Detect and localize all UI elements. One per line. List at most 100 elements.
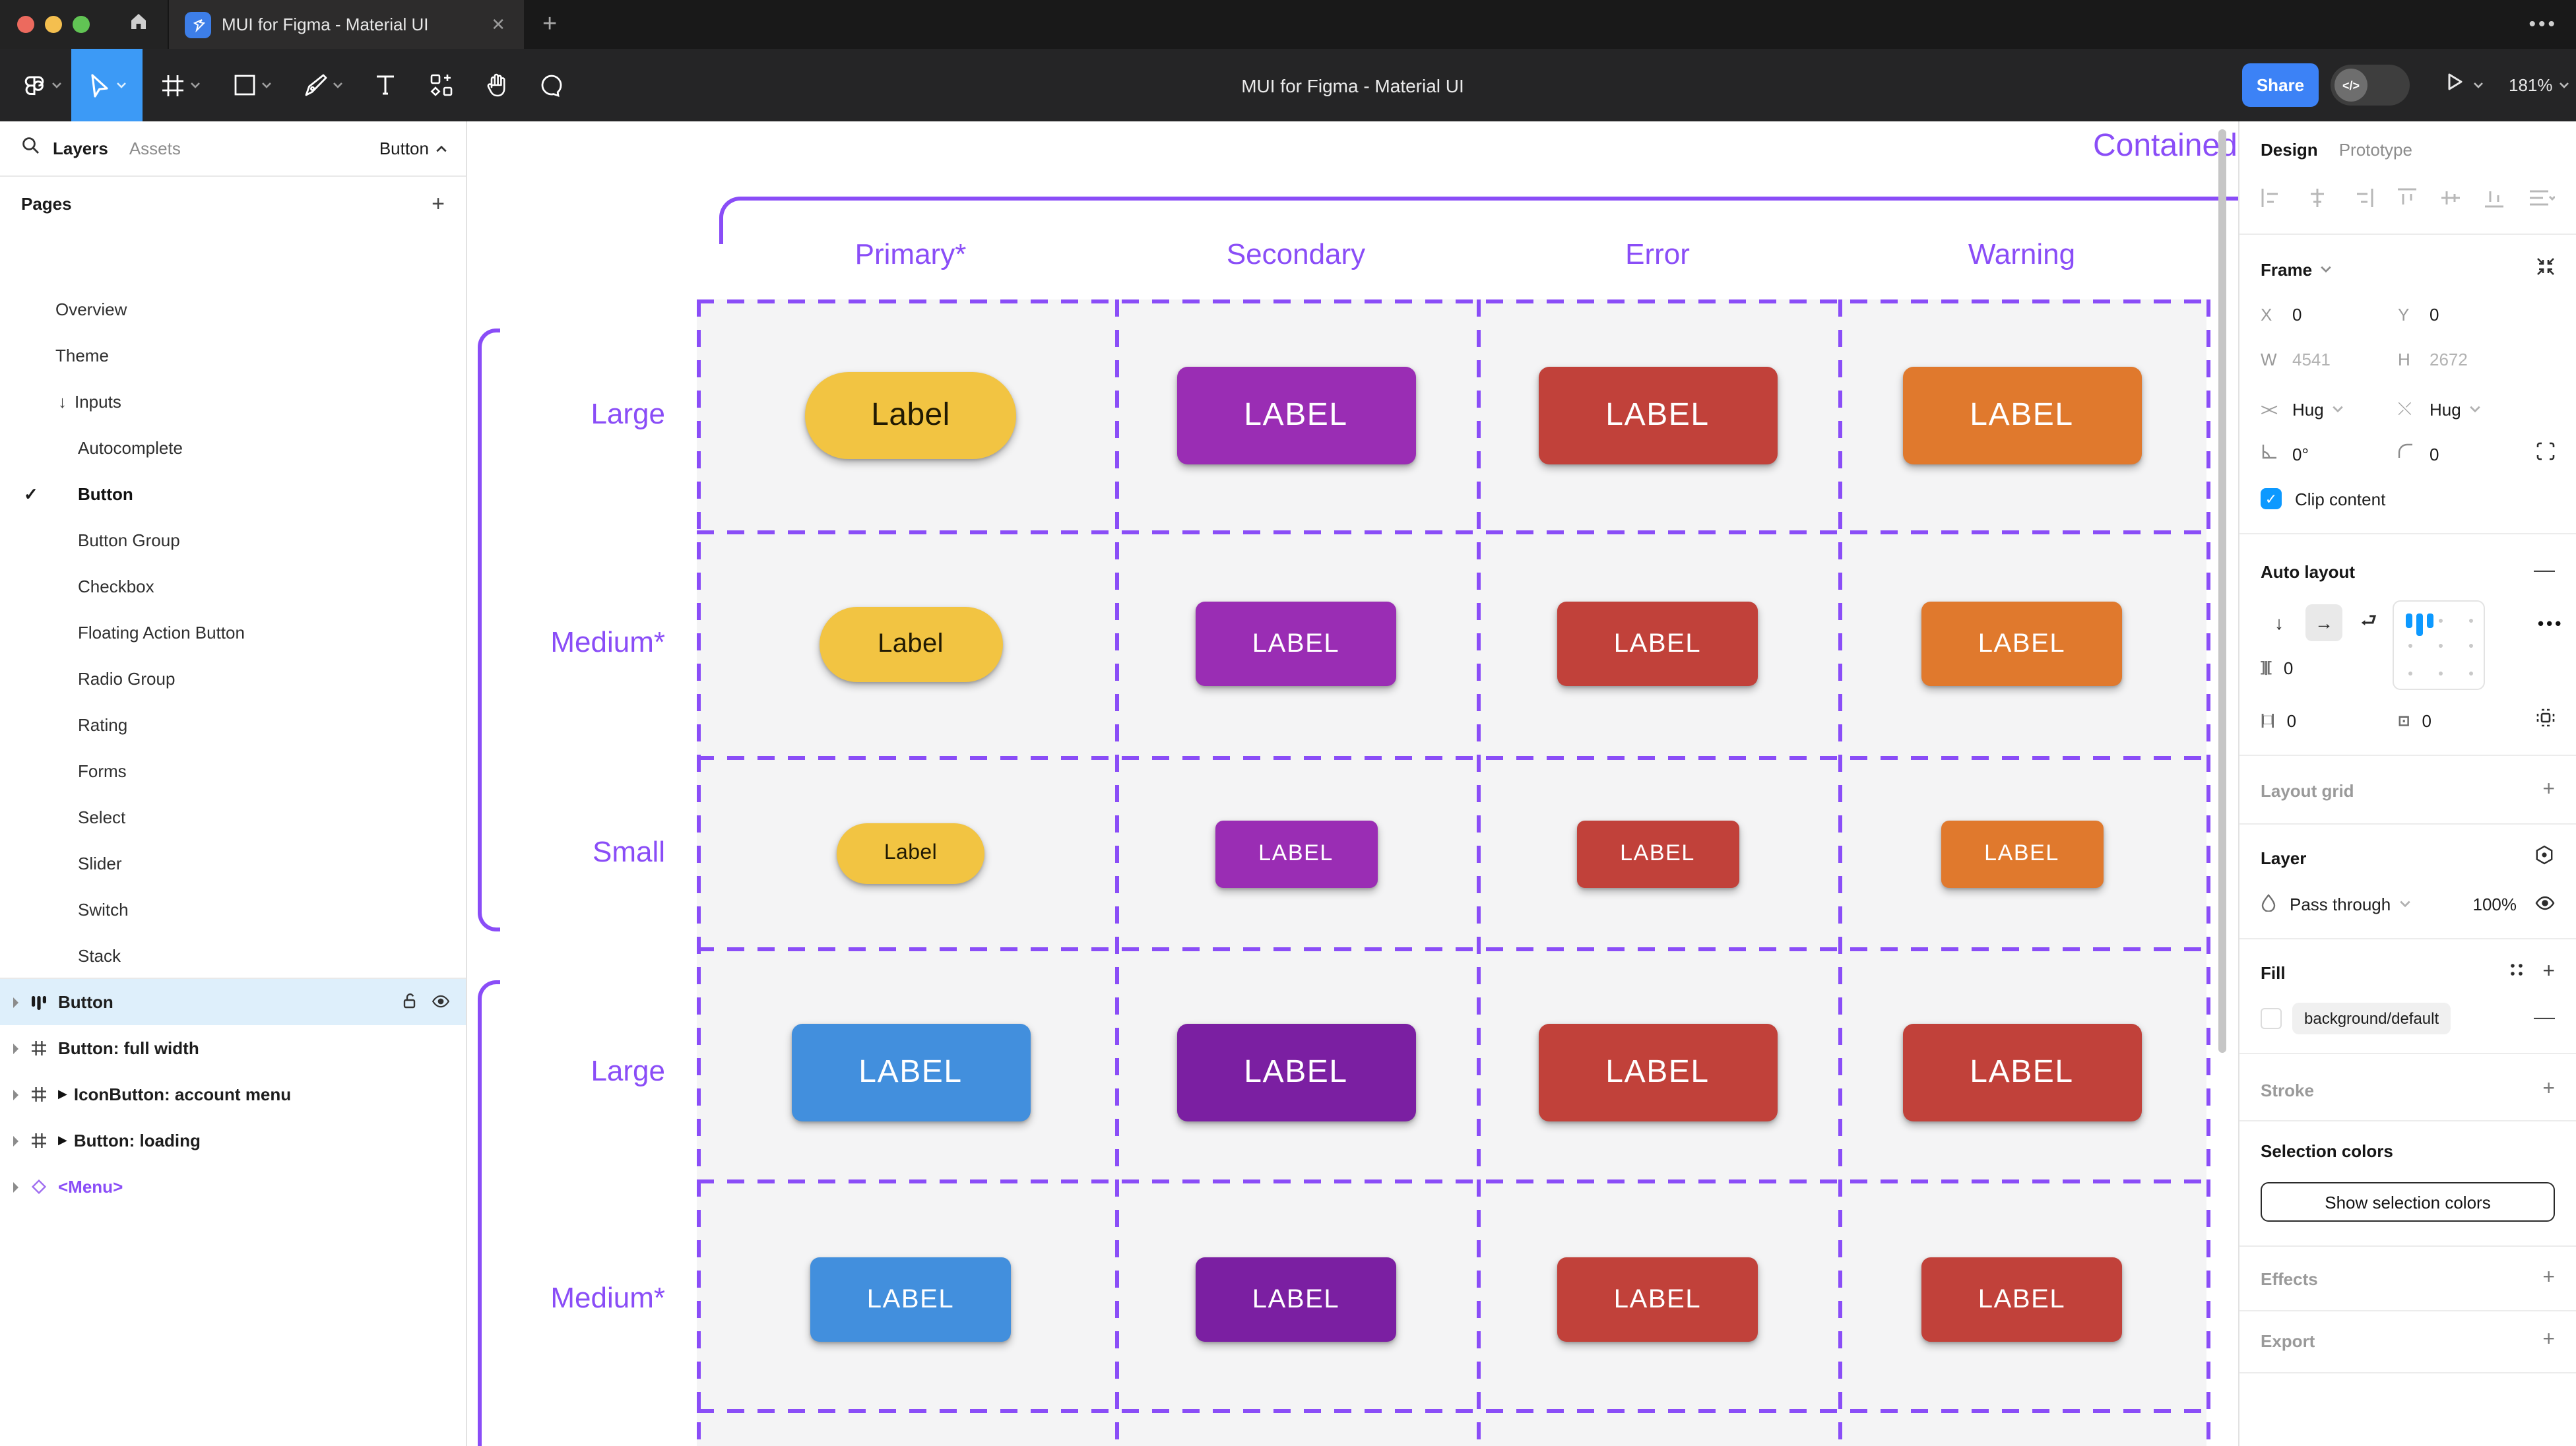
- button-component-darkpurple-lg[interactable]: LABEL: [1176, 1024, 1415, 1121]
- remove-fill-button[interactable]: —: [2534, 1007, 2555, 1029]
- dev-mode-toggle[interactable]: </>: [2331, 65, 2410, 106]
- lock-open-icon[interactable]: [402, 991, 418, 1013]
- button-component-orange-sm[interactable]: LABEL: [1941, 820, 2103, 887]
- add-export-button[interactable]: +: [2542, 1329, 2555, 1351]
- align-left-icon[interactable]: [2261, 188, 2282, 210]
- minimize-window-button[interactable]: [45, 16, 62, 33]
- maximize-window-button[interactable]: [73, 16, 90, 33]
- individual-padding-icon[interactable]: [2536, 708, 2555, 733]
- page-item-button[interactable]: ✓Button: [0, 471, 466, 517]
- page-item-forms[interactable]: Forms: [0, 748, 466, 794]
- button-component-purple-sm[interactable]: LABEL: [1215, 820, 1377, 887]
- comment-tool-button[interactable]: [525, 49, 578, 121]
- button-component-red-lg[interactable]: LABEL: [1538, 367, 1777, 464]
- align-horizontal-center-icon[interactable]: [2307, 188, 2328, 210]
- align-right-icon[interactable]: [2352, 188, 2373, 210]
- add-page-button[interactable]: +: [432, 191, 445, 216]
- eye-icon[interactable]: [432, 992, 450, 1012]
- frame-title[interactable]: Contained: [2093, 128, 2238, 164]
- button-component-red-md[interactable]: LABEL: [1557, 602, 1758, 686]
- opacity-value[interactable]: 100%: [2472, 894, 2517, 914]
- fill-token[interactable]: background/default: [2292, 1003, 2451, 1034]
- tab-design[interactable]: Design: [2261, 139, 2318, 159]
- page-selector[interactable]: Button: [379, 139, 447, 158]
- horizontal-padding-field[interactable]: |□| 0: [2261, 710, 2297, 730]
- layer-item-iconbutton-account-menu[interactable]: ▶IconButton: account menu: [0, 1071, 466, 1117]
- canvas-scrollbar[interactable]: [2218, 129, 2226, 1053]
- direction-horizontal-button[interactable]: →: [2305, 604, 2342, 641]
- page-item-autocomplete[interactable]: Autocomplete: [0, 425, 466, 471]
- page-item-rating[interactable]: Rating: [0, 702, 466, 748]
- align-top-icon[interactable]: [2398, 187, 2417, 212]
- tab-layers[interactable]: Layers: [53, 139, 108, 158]
- frame-tool-button[interactable]: [148, 49, 214, 121]
- zoom-control[interactable]: 181%: [2509, 49, 2570, 121]
- button-component-red-lg[interactable]: LABEL: [1538, 1024, 1777, 1121]
- text-tool-button[interactable]: [359, 49, 412, 121]
- home-button[interactable]: [108, 0, 169, 49]
- button-component-yellow-lg[interactable]: Label: [805, 372, 1016, 459]
- add-stroke-button[interactable]: +: [2542, 1078, 2555, 1100]
- button-component-red-lg[interactable]: LABEL: [1902, 1024, 2141, 1121]
- page-item-select[interactable]: Select: [0, 794, 466, 840]
- clip-content-checkbox[interactable]: ✓: [2261, 488, 2282, 509]
- expand-caret-icon[interactable]: [13, 1089, 18, 1100]
- add-fill-button[interactable]: +: [2542, 960, 2555, 983]
- distribute-icon[interactable]: [2528, 188, 2556, 210]
- page-item-inputs[interactable]: ↓Inputs: [0, 379, 466, 425]
- page-item-overview[interactable]: Overview: [0, 286, 466, 332]
- shape-tool-button[interactable]: [219, 49, 285, 121]
- window-menu-icon[interactable]: •••: [2528, 13, 2558, 36]
- button-component-blue-md[interactable]: LABEL: [810, 1257, 1011, 1342]
- page-item-checkbox[interactable]: Checkbox: [0, 563, 466, 610]
- horizontal-resizing-dropdown[interactable]: ><Hug: [2261, 399, 2398, 419]
- blend-mode-dropdown[interactable]: Pass through: [2290, 894, 2391, 914]
- eye-icon[interactable]: [2535, 894, 2555, 914]
- button-component-yellow-sm[interactable]: Label: [837, 823, 984, 884]
- hand-tool-button[interactable]: [470, 49, 523, 121]
- tab-prototype[interactable]: Prototype: [2338, 139, 2412, 159]
- page-item-radio-group[interactable]: Radio Group: [0, 656, 466, 702]
- button-component-orange-lg[interactable]: LABEL: [1902, 367, 2141, 464]
- add-layout-grid-button[interactable]: +: [2542, 778, 2555, 801]
- frame-section-header[interactable]: Frame: [2261, 259, 2313, 279]
- button-component-darkpurple-md[interactable]: LABEL: [1196, 1257, 1396, 1342]
- page-item-floating-action-button[interactable]: Floating Action Button: [0, 610, 466, 656]
- direction-vertical-button[interactable]: ↓: [2274, 612, 2284, 633]
- chevron-down-icon[interactable]: [2320, 265, 2332, 273]
- close-window-button[interactable]: [17, 16, 34, 33]
- fill-styles-icon[interactable]: [2508, 960, 2524, 984]
- individual-corners-icon[interactable]: [2536, 441, 2555, 466]
- fill-color-swatch[interactable]: [2261, 1008, 2282, 1029]
- tab-assets[interactable]: Assets: [129, 139, 181, 158]
- auto-layout-alignment-box[interactable]: [2393, 600, 2485, 690]
- page-item-theme[interactable]: Theme: [0, 332, 466, 379]
- pen-tool-button[interactable]: [290, 49, 356, 121]
- button-component-yellow-md[interactable]: Label: [819, 606, 1002, 681]
- show-selection-colors-button[interactable]: Show selection colors: [2261, 1182, 2555, 1222]
- layer-item-button-loading[interactable]: ▶Button: loading: [0, 1117, 466, 1164]
- button-component-red-sm[interactable]: LABEL: [1576, 820, 1739, 887]
- layer-item-button[interactable]: Button: [0, 979, 466, 1025]
- search-icon[interactable]: [21, 136, 40, 161]
- gap-field[interactable]: ]|[ 0: [2261, 658, 2294, 677]
- chevron-down-icon[interactable]: [2473, 82, 2484, 88]
- layer-item-button-full-width[interactable]: Button: full width: [0, 1025, 466, 1071]
- shrink-frame-icon[interactable]: [2536, 257, 2555, 282]
- button-component-red-md[interactable]: LABEL: [1921, 1257, 2122, 1342]
- align-bottom-icon[interactable]: [2485, 187, 2504, 212]
- page-item-switch[interactable]: Switch: [0, 887, 466, 933]
- auto-layout-more-button[interactable]: •••: [2538, 613, 2564, 633]
- button-component-orange-md[interactable]: LABEL: [1921, 602, 2122, 686]
- layer-item--menu-[interactable]: <Menu>: [0, 1164, 466, 1210]
- page-item-stack[interactable]: Stack: [0, 933, 466, 979]
- expand-caret-icon[interactable]: [13, 1043, 18, 1053]
- expand-caret-icon[interactable]: [13, 1181, 18, 1192]
- document-tab[interactable]: MUI for Figma - Material UI ✕: [169, 0, 524, 49]
- vertical-resizing-dropdown[interactable]: ⤬Hug: [2398, 398, 2535, 420]
